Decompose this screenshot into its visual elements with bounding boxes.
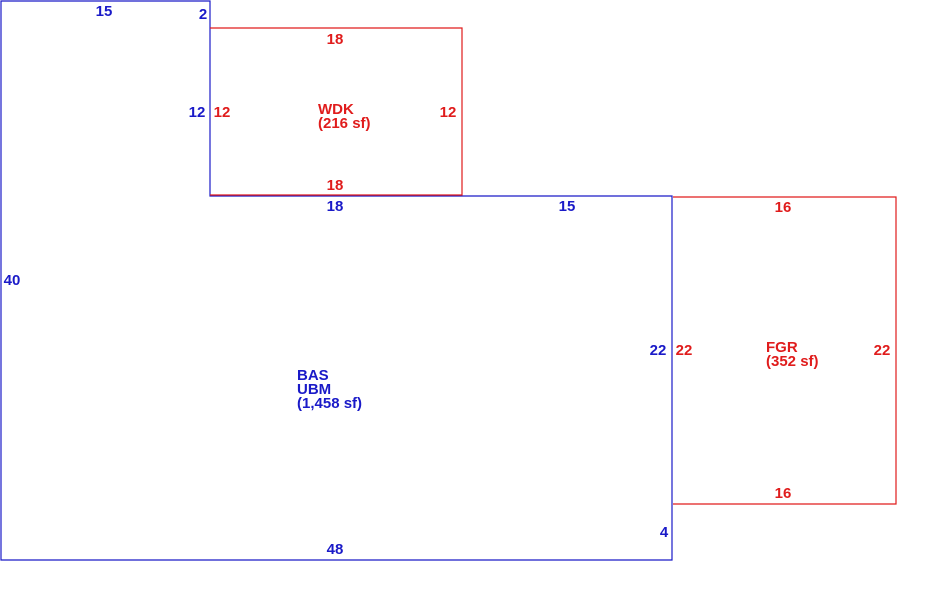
garage-dim-bottom: 16 [775,485,792,502]
main-dim-inner-bottom: 18 [327,198,344,215]
main-dim-step: 2 [199,6,207,23]
garage-dim-right: 22 [874,342,891,359]
main-area-code-2: UBM [297,381,331,398]
main-dim-right-upper: 22 [650,342,667,359]
main-dim-middle: 15 [559,198,576,215]
garage-area-size: (352 sf) [766,353,819,370]
main-dim-bottom: 48 [327,541,344,558]
deck-code: WDK [318,101,354,118]
garage-dim-top: 16 [775,199,792,216]
deck-dim-top: 18 [327,31,344,48]
garage-dim-left: 22 [676,342,693,359]
main-dim-top-left: 15 [96,3,113,20]
main-area-size: (1,458 sf) [297,395,362,412]
main-building-outline [0,0,673,561]
deck-dim-right: 12 [440,104,457,121]
garage-outline [673,196,897,505]
deck-dim-bottom: 18 [327,177,344,194]
deck-dim-left: 12 [214,104,231,121]
garage-code: FGR [766,339,798,356]
deck-area-size: (216 sf) [318,115,371,132]
main-dim-right-lower: 4 [660,524,669,541]
main-area-code-1: BAS [297,367,329,384]
deck-outline [210,27,463,196]
main-dim-inner-left: 12 [189,104,206,121]
main-dim-left: 40 [4,272,21,289]
